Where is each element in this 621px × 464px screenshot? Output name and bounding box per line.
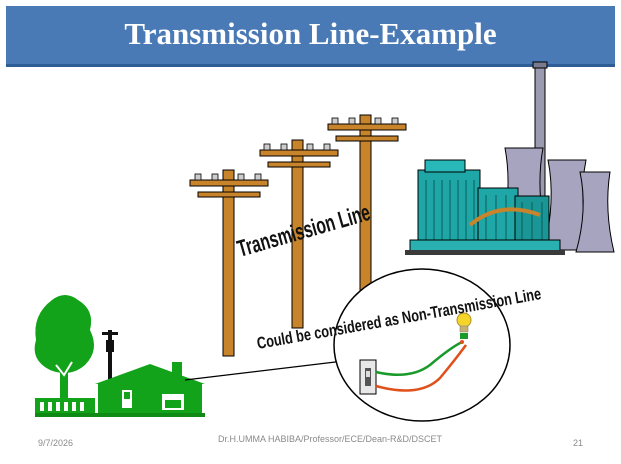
light-bulb-icon <box>456 312 472 344</box>
power-plant-icon <box>405 61 615 255</box>
slide-title: Transmission Line-Example <box>124 16 497 51</box>
title-bar <box>6 6 615 64</box>
service-pole <box>102 330 118 400</box>
title-bar-underline <box>6 64 615 67</box>
fence <box>35 398 95 414</box>
house-icon <box>35 362 205 417</box>
transmission-line-label: Transmission Line <box>234 200 373 263</box>
footer-author: Dr.H.UMMA HABIBA/Professor/ECE/Dean-R&D/… <box>217 434 443 444</box>
tree-icon <box>34 295 94 400</box>
wires <box>375 340 468 392</box>
switch-icon <box>359 359 377 395</box>
footer-page-number: 21 <box>573 438 584 448</box>
footer-date: 9/7/2026 <box>38 438 74 448</box>
transmission-poles <box>189 114 407 357</box>
callout-bubble <box>184 268 511 422</box>
